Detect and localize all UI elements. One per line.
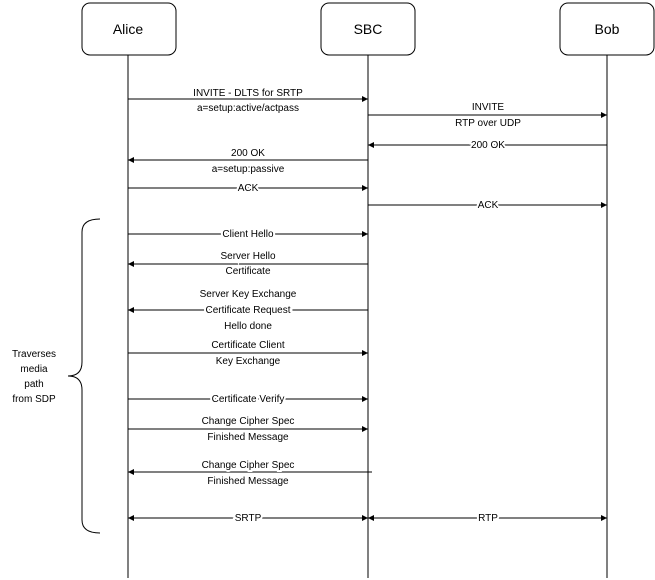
message-label: Server Hello: [220, 251, 275, 262]
message-invite-dtls: INVITE - DLTS for SRTP a=setup:active/ac…: [128, 88, 368, 114]
message-server-key-exchange: Server Key Exchange Certificate Request …: [128, 289, 368, 332]
message-ack-alice: ACK: [128, 181, 368, 196]
message-ok-bob: 200 OK: [368, 138, 607, 153]
message-label: ACK: [238, 183, 259, 194]
message-label: Change Cipher Spec: [202, 460, 295, 471]
message-invite-rtp: INVITE RTP over UDP: [368, 102, 607, 129]
message-label: Change Cipher Spec: [202, 416, 295, 427]
message-label: SRTP: [235, 513, 262, 524]
bracket-note-line: path: [24, 379, 43, 390]
curly-bracket: [67, 218, 101, 534]
participant-sbc-label: SBC: [354, 21, 383, 37]
message-ok-passive: 200 OK a=setup:passive: [128, 148, 368, 175]
participant-bob: Bob: [559, 2, 655, 56]
message-label: 200 OK: [471, 140, 505, 151]
bracket-note-line: media: [20, 364, 48, 375]
message-label: Certificate Client: [211, 340, 285, 351]
message-label: ACK: [478, 200, 499, 211]
participant-alice: Alice: [81, 2, 177, 56]
bracket-note-line: from SDP: [12, 394, 56, 405]
message-label: a=setup:passive: [212, 164, 285, 175]
message-certificate-verify: Certificate Verify: [128, 392, 368, 407]
message-label: Client Hello: [222, 229, 274, 240]
message-cipher-sbc: Change Cipher Spec Finished Message: [128, 458, 372, 487]
bracket-note-line: Traverses: [12, 349, 56, 360]
message-label: Certificate: [225, 266, 270, 277]
message-label: Certificate Verify: [212, 394, 285, 405]
message-label: Finished Message: [207, 476, 289, 487]
message-cipher-alice: Change Cipher Spec Finished Message: [128, 414, 368, 443]
message-label: Certificate Request: [205, 305, 290, 316]
message-label: Server Key Exchange: [200, 289, 297, 300]
message-certificate-client: Certificate Client Key Exchange: [128, 338, 368, 367]
message-rtp: RTP: [368, 511, 607, 526]
message-label: RTP: [478, 513, 498, 524]
message-label: a=setup:active/actpass: [197, 103, 299, 114]
message-label: INVITE: [472, 102, 505, 113]
message-label: Hello done: [224, 321, 272, 332]
participant-bob-label: Bob: [595, 21, 620, 37]
participant-sbc: SBC: [320, 2, 416, 56]
message-label: Key Exchange: [216, 356, 281, 367]
message-label: RTP over UDP: [455, 118, 521, 129]
bracket-note: Traverses media path from SDP: [12, 349, 56, 405]
message-ack-bob: ACK: [368, 198, 607, 213]
message-label: INVITE - DLTS for SRTP: [193, 88, 303, 99]
message-srtp: SRTP: [128, 511, 368, 526]
message-server-hello: Server Hello Certificate: [128, 249, 368, 277]
participant-alice-label: Alice: [113, 21, 144, 37]
message-label: 200 OK: [231, 148, 265, 159]
message-label: Finished Message: [207, 432, 289, 443]
message-client-hello: Client Hello: [128, 227, 368, 242]
